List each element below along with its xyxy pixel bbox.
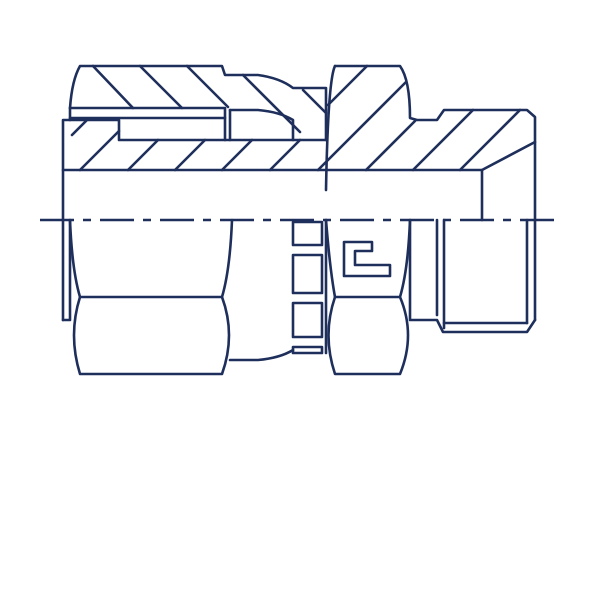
right-hex-nut <box>324 218 412 376</box>
section-upper <box>61 64 537 322</box>
left-hex-nut <box>68 218 234 376</box>
view-lower <box>61 218 537 376</box>
section-hatching <box>70 64 522 172</box>
brand-logo-mark <box>342 240 392 278</box>
ring-segments <box>291 220 324 355</box>
